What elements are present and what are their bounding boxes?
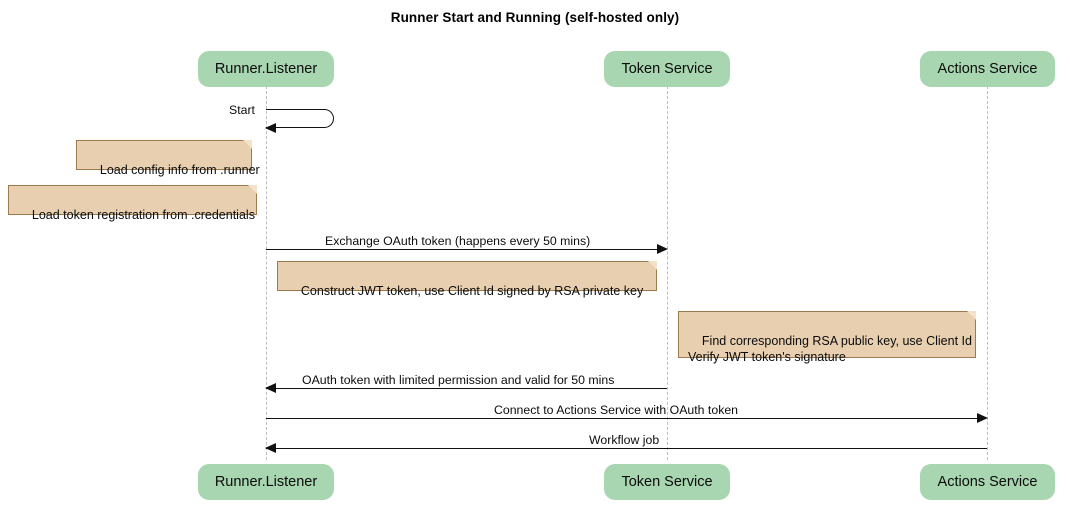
participant-label: Runner.Listener bbox=[214, 61, 318, 77]
note-load-config: Load config info from .runner bbox=[76, 140, 260, 177]
note-verify-signature: Find corresponding RSA public key, use C… bbox=[678, 311, 976, 364]
message-line-exchange-oauth bbox=[266, 249, 658, 250]
message-label-connect-actions: Connect to Actions Service with OAuth to… bbox=[494, 403, 739, 417]
message-arrowhead-connect-actions bbox=[977, 413, 988, 423]
note-fold-icon bbox=[967, 311, 976, 320]
participant-label: Runner.Listener bbox=[214, 474, 318, 490]
lifeline-token bbox=[667, 86, 668, 460]
diagram-title: Runner Start and Running (self-hosted on… bbox=[390, 10, 680, 25]
message-arrowhead-start bbox=[265, 123, 276, 133]
note-text: Construct JWT token, use Client Id signe… bbox=[300, 284, 644, 298]
participant-label: Token Service bbox=[621, 474, 713, 490]
note-load-credentials: Load token registration from .credential… bbox=[8, 185, 257, 222]
message-arrowhead-exchange-oauth bbox=[657, 244, 668, 254]
note-text: Load config info from .runner bbox=[99, 163, 260, 177]
message-label-oauth-return: OAuth token with limited permission and … bbox=[302, 373, 615, 387]
message-line-connect-actions bbox=[266, 418, 978, 419]
participant-token-top[interactable]: Token Service bbox=[604, 51, 730, 87]
message-label-exchange-oauth: Exchange OAuth token (happens every 50 m… bbox=[325, 234, 591, 248]
lifeline-actions bbox=[987, 86, 988, 460]
message-label-start: Start bbox=[229, 103, 255, 117]
participant-label: Actions Service bbox=[937, 474, 1038, 490]
note-fold-icon bbox=[248, 185, 257, 194]
message-line-workflow-job bbox=[266, 448, 987, 449]
participant-label: Token Service bbox=[621, 61, 713, 77]
participant-runner-top[interactable]: Runner.Listener bbox=[198, 51, 334, 87]
message-line-oauth-return bbox=[266, 388, 667, 389]
message-self-loop-start bbox=[266, 109, 334, 128]
message-arrowhead-oauth-return bbox=[265, 383, 276, 393]
note-text: Load token registration from .credential… bbox=[31, 208, 255, 222]
note-fold-icon bbox=[243, 140, 252, 149]
note-construct-jwt: Construct JWT token, use Client Id signe… bbox=[277, 261, 657, 298]
participant-actions-bottom[interactable]: Actions Service bbox=[920, 464, 1055, 500]
participant-label: Actions Service bbox=[937, 61, 1038, 77]
participant-token-bottom[interactable]: Token Service bbox=[604, 464, 730, 500]
participant-actions-top[interactable]: Actions Service bbox=[920, 51, 1055, 87]
lifeline-runner bbox=[266, 86, 267, 460]
participant-runner-bottom[interactable]: Runner.Listener bbox=[198, 464, 334, 500]
note-fold-icon bbox=[648, 261, 657, 270]
message-arrowhead-workflow-job bbox=[265, 443, 276, 453]
note-text: Find corresponding RSA public key, use C… bbox=[688, 334, 972, 364]
message-label-workflow-job: Workflow job bbox=[589, 433, 660, 447]
